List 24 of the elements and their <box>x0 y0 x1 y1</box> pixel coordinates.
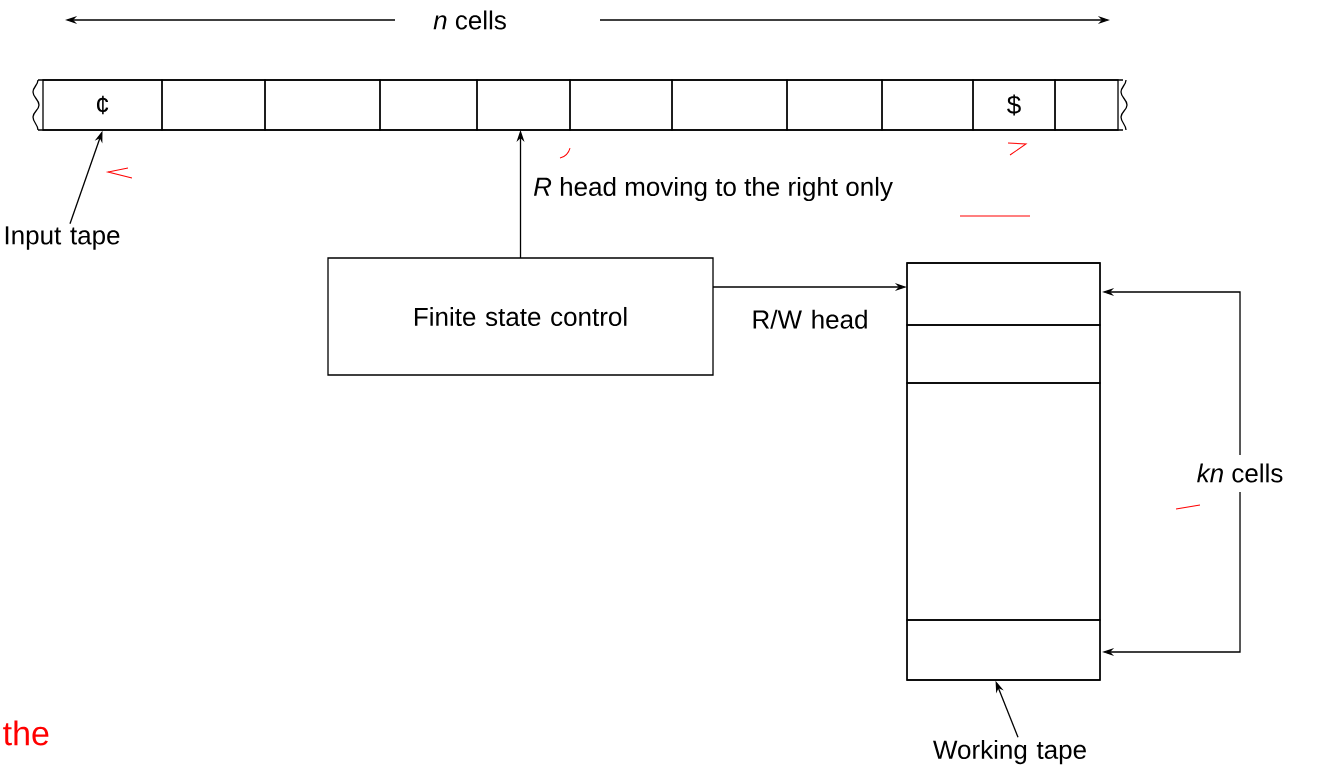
tape-cell <box>569 79 673 131</box>
caption-text: Input tape <box>5 226 120 250</box>
tape-cell <box>906 382 1101 621</box>
tape-cell <box>671 79 788 131</box>
annotation-text: the <box>3 720 49 746</box>
tape-cell <box>786 79 883 131</box>
tape-cell <box>906 324 1101 384</box>
process-box: Finite state control <box>327 257 714 376</box>
tape-cell <box>881 79 974 131</box>
edge-label: R/W head <box>748 307 872 331</box>
tape-cell <box>264 79 381 131</box>
tape-band <box>32 79 1128 131</box>
dimension-label: n cells <box>433 10 506 30</box>
tape-cell: $ <box>972 79 1056 131</box>
dimension-label: kn cells <box>1197 463 1283 483</box>
caption-text: Working tape <box>933 739 1086 765</box>
tape-cell <box>1054 79 1119 131</box>
edge-label: R head moving to the right only <box>531 174 896 204</box>
tape-cell <box>161 79 266 131</box>
tape-cell <box>906 262 1101 326</box>
tape-cell: ¢ <box>42 79 163 131</box>
tape-cell <box>906 619 1101 681</box>
tape-cell <box>476 79 571 131</box>
tape-cell <box>379 79 478 131</box>
